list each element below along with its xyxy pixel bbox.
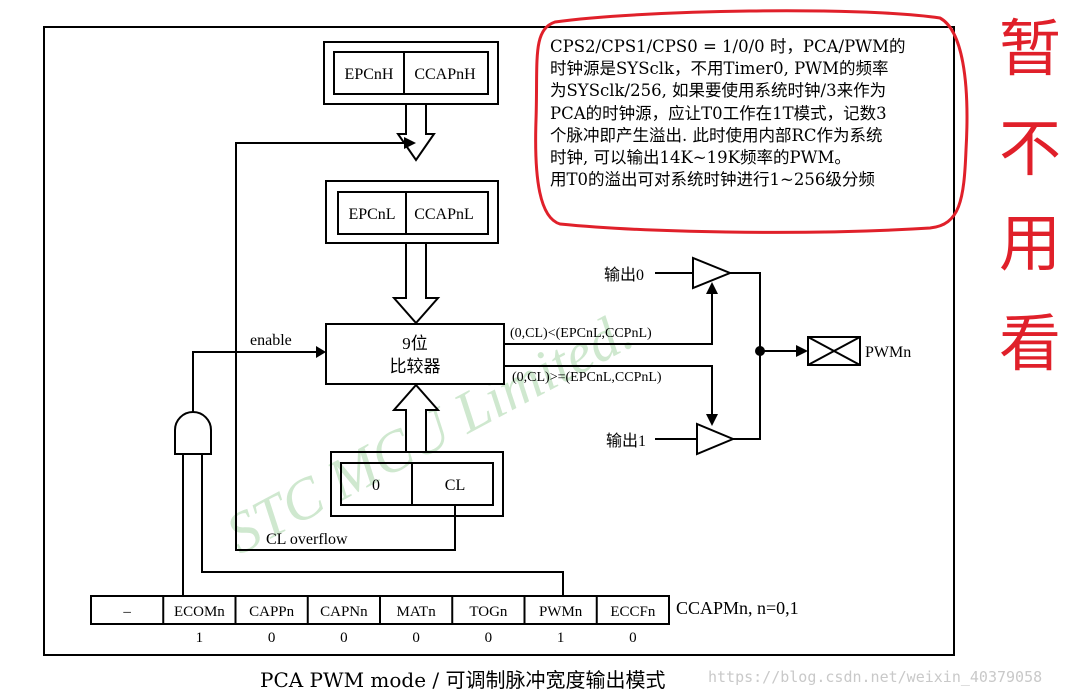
register-epcnh: EPCnH <box>345 66 394 83</box>
counter-cl: CL <box>445 477 465 494</box>
diagram-frame <box>43 26 955 656</box>
ccapm-bit-value: 0 <box>412 630 420 646</box>
greater-equal-line <box>504 365 713 416</box>
ccapm-bit-name: ECOMn <box>174 604 225 620</box>
comparator-9bit: 9位 比较器 <box>325 323 505 385</box>
annotation-line: 用T0的溢出可对系统时钟进行1~256级分频 <box>550 170 875 190</box>
ccapm-bit-value: 1 <box>557 630 565 646</box>
ccapm-bit-value: 1 <box>196 630 204 646</box>
enable-line <box>192 351 316 412</box>
greater-equal-arrowhead <box>706 414 718 426</box>
ccapm-bit-name: TOGn <box>469 604 508 620</box>
cl-overflow-label: CL overflow <box>266 531 348 548</box>
output-merge-line <box>730 272 761 440</box>
comparator-line2: 比较器 <box>390 357 441 376</box>
register-low: EPCnL CCAPnL <box>325 180 499 244</box>
ccapm-label: CCAPMn, n=0,1 <box>676 598 799 618</box>
output1-buffer <box>696 422 736 456</box>
pwmn-to-and <box>201 454 564 597</box>
annotation-line: 时钟, 可以输出14K~19K频率的PWM。 <box>550 148 851 168</box>
ccapm-bit-value: 0 <box>629 630 637 646</box>
less-than-arrowhead <box>706 282 718 294</box>
annotation-line: PCA的时钟源，应让T0工作在1T模式，记数3 <box>550 103 887 123</box>
greater-equal-label: (0,CL)>=(EPCnL,CCPnL) <box>512 370 662 385</box>
annotation-line: 为SYSclk/256, 如果要使用系统时钟/3来作为 <box>550 81 887 101</box>
less-than-label: (0,CL)<(EPCnL,CCPnL) <box>510 326 652 341</box>
handwritten-note: 暂 不 用 看 <box>999 16 1061 379</box>
load-arrow-low-to-comparator <box>391 242 441 325</box>
ccapm-bit-name: CAPPn <box>249 604 295 620</box>
ccapm-bit-value: 0 <box>268 630 276 646</box>
cl-overflow-loop <box>235 142 456 551</box>
ccapm-bit-value: 0 <box>340 630 348 646</box>
counter-high-zero: 0 <box>372 477 380 494</box>
cl-overflow-arrowhead <box>404 137 416 149</box>
enable-label: enable <box>250 332 292 349</box>
ccapm-register: – ECOMn 1 CAPPn 0 CAPNn 0 MATn 0 TOGn 0 PWMn 1 ECCFn 0 <box>90 595 670 646</box>
source-watermark: https://blog.csdn.net/weixin_40379058 <box>708 668 1043 686</box>
and-gate <box>174 411 212 455</box>
svg-text:看: 看 <box>999 311 1061 379</box>
annotation-line: 时钟源是SYSclk，不用Timer0, PWM的频率 <box>550 59 889 79</box>
annotation-line: CPS2/CPS1/CPS0 = 1/0/0 时，PCA/PWM的 <box>550 37 906 56</box>
pwm-out-label: PWMn <box>865 344 911 361</box>
figure-caption: PCA PWM mode / 可调制脉冲宽度输出模式 <box>260 668 666 692</box>
annotation-outline <box>534 9 969 234</box>
enable-arrowhead <box>316 346 326 358</box>
register-high: EPCnH CCAPnH <box>323 41 499 105</box>
comparator-line1: 9位 <box>402 334 428 353</box>
ccapm-bit-name: CAPNn <box>320 604 368 620</box>
svg-text:暂: 暂 <box>999 16 1061 84</box>
ccapm-bit-name: MATn <box>397 604 437 620</box>
pwm-pin <box>807 336 861 366</box>
output1-label: 输出1 <box>606 432 646 450</box>
svg-text:不: 不 <box>999 116 1061 184</box>
ccapm-bit-name: PWMn <box>539 604 583 620</box>
ccapm-bit-name: ECCFn <box>610 604 656 620</box>
ccapm-bit-name: – <box>122 604 131 620</box>
output0-label: 输出0 <box>604 266 644 284</box>
counter-to-comparator-arrow <box>391 383 441 453</box>
less-than-line <box>504 292 713 345</box>
annotation-text: CPS2/CPS1/CPS0 = 1/0/0 时，PCA/PWM的 时钟源是SY… <box>550 36 950 191</box>
svg-text:用: 用 <box>999 211 1061 279</box>
register-ccapnh: CCAPnH <box>414 66 476 83</box>
pwm-arrowhead <box>796 345 808 357</box>
annotation-line: 个脉冲即产生溢出. 此时使用内部RC作为系统 <box>550 125 883 145</box>
load-arrow-high-to-low <box>396 103 436 162</box>
ccapm-bit-value: 0 <box>485 630 493 646</box>
register-epcnl: EPCnL <box>348 206 395 223</box>
register-ccapnl: CCAPnL <box>414 206 474 223</box>
counter-register: 0 CL <box>330 451 504 517</box>
